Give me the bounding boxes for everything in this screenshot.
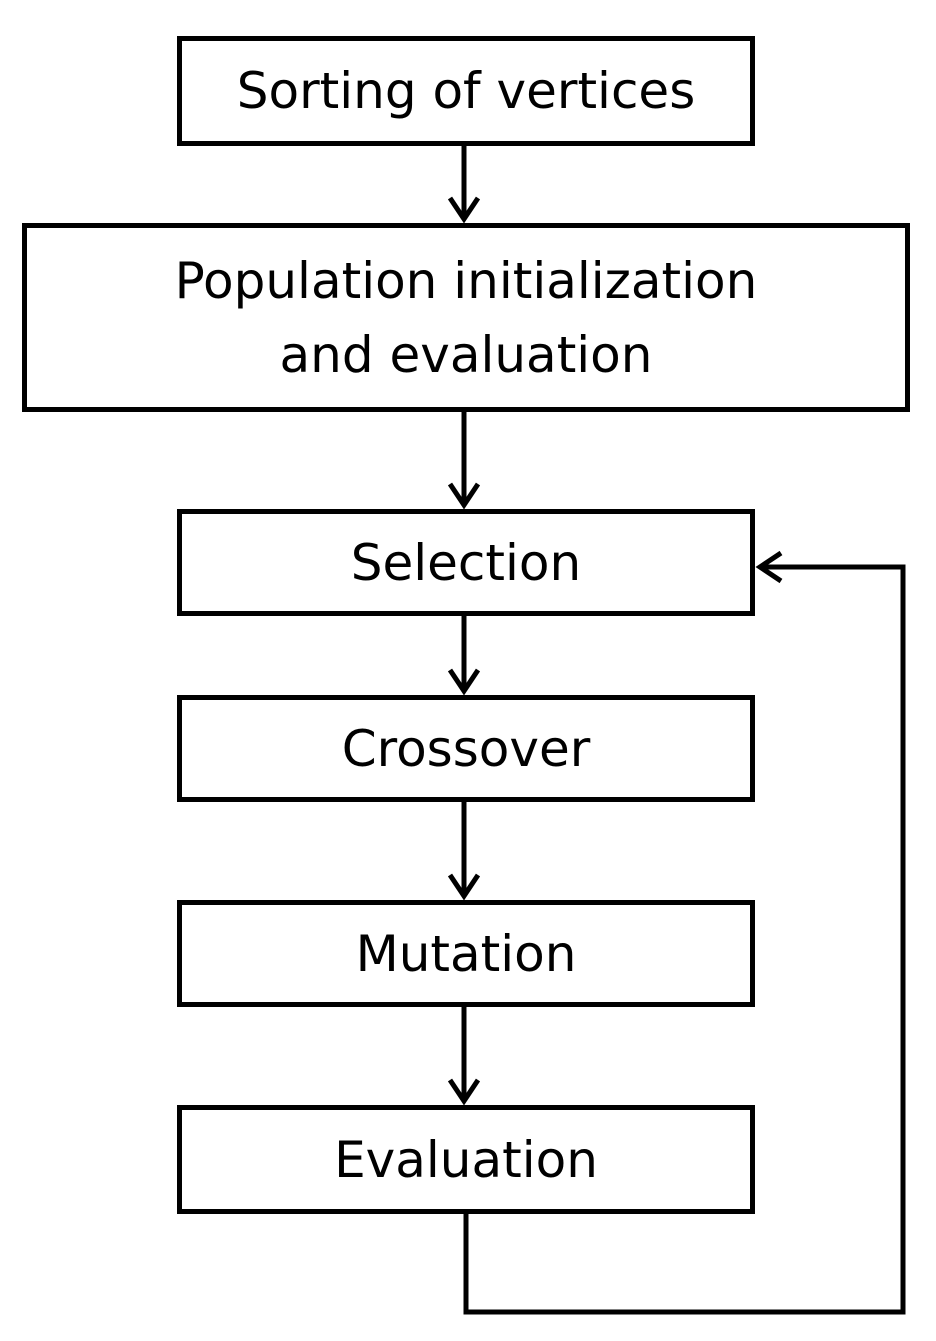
- evaluation-box: Evaluation: [177, 1105, 755, 1214]
- arrowhead-selection-to-crossover: [447, 668, 481, 696]
- selection-box: Selection: [177, 509, 755, 616]
- selection-label: Selection: [350, 533, 582, 592]
- arrowhead-mutation-to-evaluation: [447, 1078, 481, 1106]
- arrowhead-population-to-selection: [447, 482, 481, 510]
- evaluation-label: Evaluation: [334, 1130, 598, 1189]
- crossover-box: Crossover: [177, 695, 755, 802]
- crossover-label: Crossover: [341, 719, 591, 778]
- arrowhead-crossover-to-mutation: [447, 873, 481, 901]
- mutation-label: Mutation: [355, 924, 577, 983]
- sorting-vertices-box: Sorting of vertices: [177, 36, 755, 146]
- loop-evaluation-to-selection: [463, 564, 906, 1315]
- population-label-line2: and evaluation: [279, 325, 653, 384]
- sorting-vertices-label: Sorting of vertices: [236, 62, 696, 120]
- population-initialization-box: Population initialization and evaluation: [22, 223, 910, 412]
- mutation-box: Mutation: [177, 900, 755, 1007]
- population-label-line1: Population initialization: [174, 251, 758, 310]
- arrowhead-loop-to-selection: [755, 550, 783, 584]
- arrowhead-sort-to-population: [447, 196, 481, 224]
